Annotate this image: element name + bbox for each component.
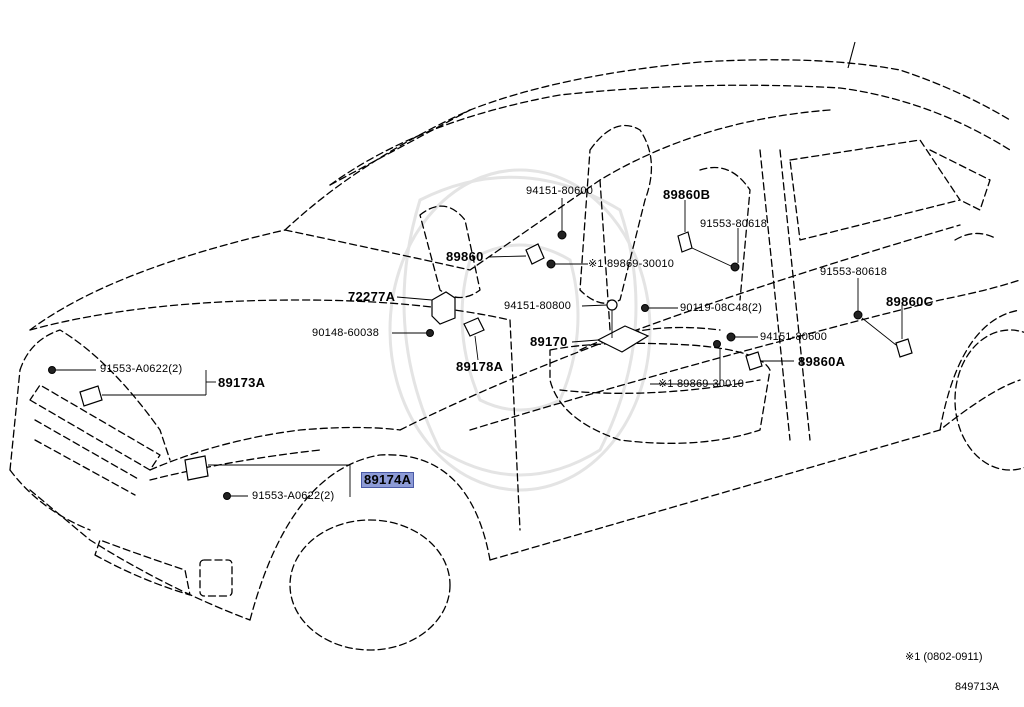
- label-89860[interactable]: 89860: [446, 249, 484, 264]
- watermark-emblem: [388, 168, 652, 492]
- label-72277A[interactable]: 72277A: [348, 289, 396, 304]
- figure-code: 849713A: [955, 681, 1000, 693]
- label-89869-30010-top[interactable]: ※1 89869-30010: [588, 258, 675, 270]
- label-89860B[interactable]: 89860B: [663, 187, 711, 202]
- nut-94151-80800: [606, 299, 618, 311]
- label-89174A-highlighted[interactable]: 89174A: [361, 472, 415, 488]
- bolt-89869-30010-bottom: [713, 340, 721, 348]
- sensor-89178A: [463, 317, 485, 337]
- sensor-89860A: [745, 351, 763, 371]
- parts: [48, 230, 913, 500]
- label-89170[interactable]: 89170: [530, 334, 568, 349]
- sensor-89173A: [79, 385, 103, 407]
- sensor-89860: [525, 243, 545, 265]
- bolt-90119-08C48: [641, 304, 649, 312]
- bolt-89869-30010-top: [546, 259, 556, 269]
- sensor-89860B: [677, 231, 693, 253]
- label-94151-80600-mid[interactable]: 94151-80600: [760, 331, 828, 343]
- footnote: ※1 (0802-0911): [905, 651, 983, 663]
- label-94151-80600-top[interactable]: 94151-80600: [526, 185, 594, 197]
- nut-94151-80600-mid: [726, 332, 736, 342]
- nut-94151-80600-top: [557, 230, 567, 240]
- label-89173A[interactable]: 89173A: [218, 375, 266, 390]
- sensor-89174A: [184, 455, 209, 481]
- bracket-72277A: [431, 291, 456, 325]
- label-89860C[interactable]: 89860C: [886, 294, 934, 309]
- label-94151-80800[interactable]: 94151-80800: [504, 300, 572, 312]
- sensor-89860C: [895, 338, 913, 358]
- leader-lines: [56, 198, 903, 497]
- bolt-91553-80618-a: [730, 262, 740, 272]
- label-89869-30010-bottom[interactable]: ※1 89869-30010: [658, 378, 745, 390]
- label-89860A[interactable]: 89860A: [798, 354, 846, 369]
- bolt-91553-80618-b: [853, 310, 863, 320]
- label-91553-A0622-top[interactable]: 91553-A0622(2): [100, 363, 183, 375]
- bolt-91553-A0622-bottom: [223, 492, 231, 500]
- airbag-ecu-89170: [596, 325, 650, 353]
- label-89178A[interactable]: 89178A: [456, 359, 504, 374]
- bolt-91553-A0622-top: [48, 366, 56, 374]
- screw-90148-60038: [426, 329, 434, 337]
- car-body: [9, 41, 1024, 651]
- label-91553-80618-a[interactable]: 91553-80618: [700, 218, 768, 230]
- label-91553-80618-b[interactable]: 91553-80618: [820, 266, 888, 278]
- label-90148-60038[interactable]: 90148-60038: [312, 327, 380, 339]
- label-90119-08C48[interactable]: 90119-08C48(2): [680, 302, 763, 314]
- label-91553-A0622-bottom[interactable]: 91553-A0622(2): [252, 490, 335, 502]
